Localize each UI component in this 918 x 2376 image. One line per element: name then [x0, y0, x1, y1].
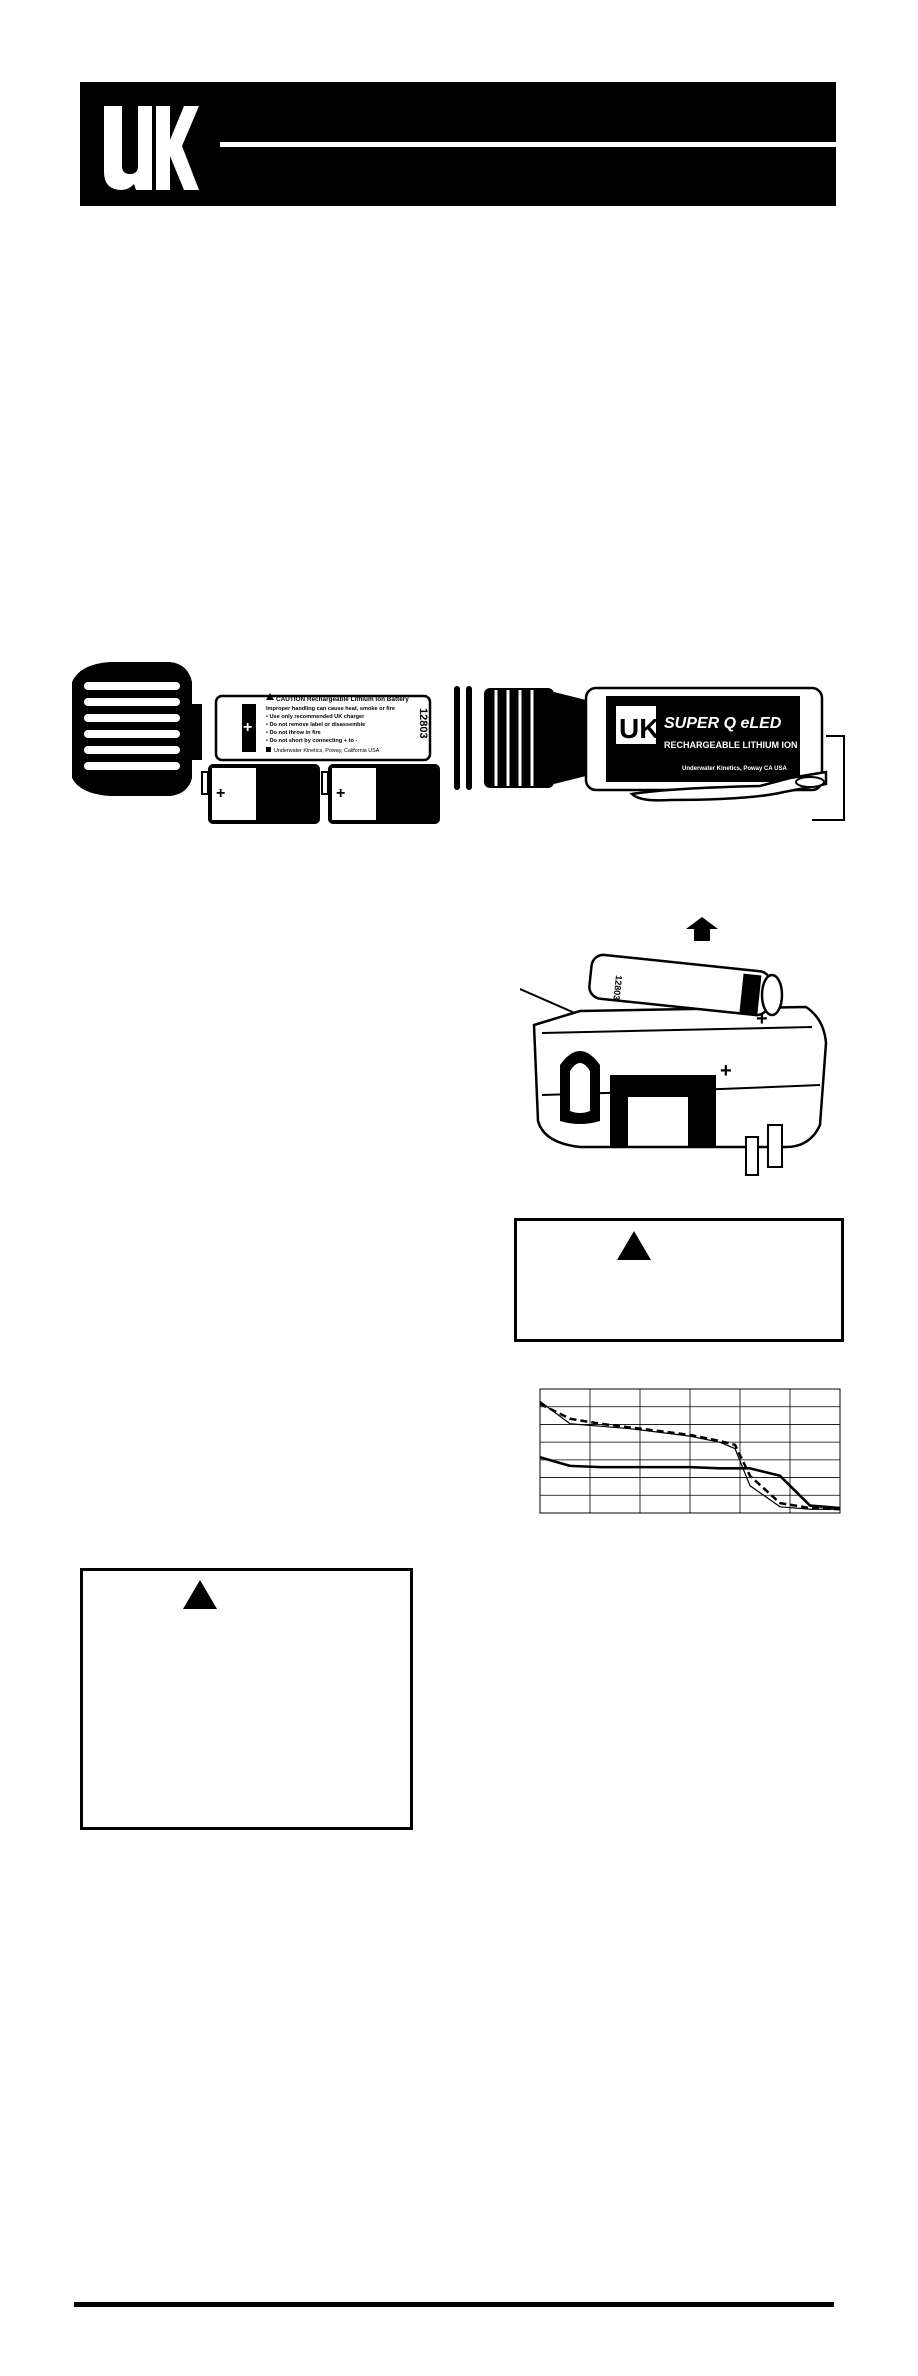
- chart-series-line-2: [539, 1400, 840, 1510]
- battery-plus: +: [243, 719, 252, 736]
- insert-arrow-icon: [686, 917, 718, 941]
- chart-series-line-3: [539, 1455, 841, 1510]
- battery-type: RECHARGEABLE LITHIUM ION: [664, 740, 798, 750]
- uk-logo: [104, 106, 199, 190]
- charger-battery: 12803 + +: [588, 953, 784, 1082]
- battery-label-line: • Do not short by connecting + to -: [266, 738, 357, 744]
- o-ring: [466, 686, 472, 790]
- chart-grid: [539, 1388, 841, 1514]
- o-ring: [454, 686, 460, 790]
- flashlight-exploded-diagram: + CAUTION Rechargeable Lithium Ion Batte…: [72, 662, 845, 824]
- charger-battery-part-number: 12803: [611, 975, 624, 1001]
- battery-label-line: • Do not throw in fire: [266, 730, 321, 736]
- warning-triangle-icon: [183, 1580, 217, 1609]
- chart-series-group: [539, 1400, 841, 1511]
- battery-part-number: 12803: [417, 708, 429, 739]
- svg-text:+: +: [216, 785, 225, 802]
- flashlight-thread: [484, 688, 586, 788]
- header-rule: [220, 142, 836, 147]
- lithium-battery: + CAUTION Rechargeable Lithium Ion Batte…: [214, 693, 432, 762]
- battery-maker: Underwater Kinetics, Poway, California U…: [274, 748, 380, 754]
- svg-text:+: +: [336, 785, 345, 802]
- charger-plus: +: [756, 1008, 768, 1030]
- model-name: SUPER Q eLED: [664, 715, 782, 732]
- battery-charger-diagram: 12803 + +: [520, 917, 828, 1176]
- alkaline-battery: +: [321, 764, 440, 824]
- warning-triangle-icon: [617, 1231, 651, 1260]
- header-bar: [80, 82, 836, 206]
- footer-rule: [74, 2302, 834, 2307]
- battery-label-line: Improper handling can cause heat, smoke …: [266, 706, 395, 712]
- battery-label-line: • Do not remove label or disassemble: [266, 722, 365, 728]
- discharge-chart: [539, 1388, 841, 1514]
- manufacturer: Underwater Kinetics, Poway CA USA: [682, 766, 787, 772]
- warning-box: [514, 1218, 844, 1342]
- charger-base: [532, 1005, 828, 1176]
- alkaline-battery: +: [201, 764, 320, 824]
- warning-box: [80, 1568, 413, 1830]
- chart-series-line-1: [539, 1402, 841, 1511]
- flashlight-body: UK SUPER Q eLED RECHARGEABLE LITHIUM ION…: [584, 686, 828, 802]
- battery-label-line: • Use only recommended UK charger: [266, 714, 365, 720]
- flashlight-head: [72, 662, 202, 796]
- body-logo: UK: [619, 713, 659, 744]
- battery-caution-title: CAUTION Rechargeable Lithium Ion Battery: [276, 696, 409, 703]
- charger-plus: +: [720, 1060, 732, 1082]
- callout-line: [812, 735, 845, 821]
